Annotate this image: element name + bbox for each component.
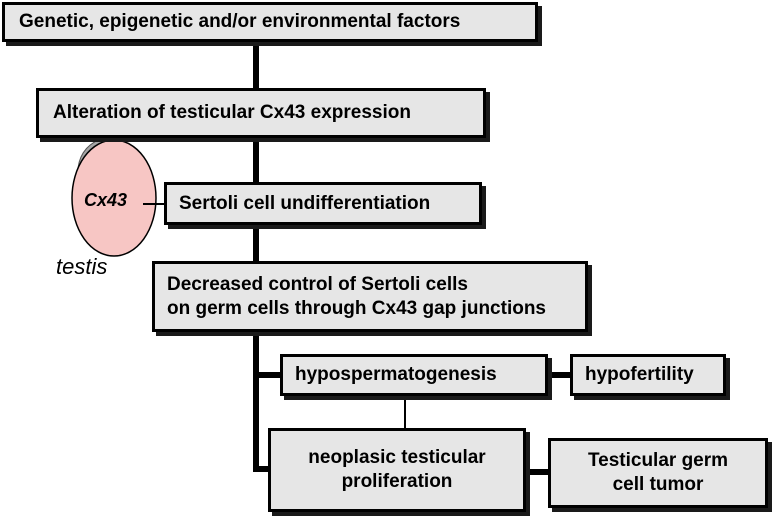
node-factors-label: Genetic, epigenetic and/or environmental… [19, 11, 461, 33]
testis-organ-label: testis [56, 254, 108, 279]
node-decreased-control: Decreased control of Sertoli cells on ge… [152, 261, 588, 332]
node-factors: Genetic, epigenetic and/or environmental… [2, 2, 538, 42]
node-neoplasic-label: neoplasic testicular proliferation [308, 447, 486, 492]
node-hypospermatogenesis: hypospermatogenesis [280, 354, 548, 396]
testis-protein-label: Cx43 [84, 190, 128, 210]
node-hypofertility-label: hypofertility [585, 364, 694, 386]
node-hypofertility: hypofertility [570, 354, 726, 396]
node-alteration-label: Alteration of testicular Cx43 expression [53, 102, 411, 124]
node-tumor-label: Testicular germ cell tumor [587, 450, 729, 495]
node-alteration: Alteration of testicular Cx43 expression [36, 88, 486, 138]
testis-shape [71, 139, 157, 257]
node-undifferentiation-label: Sertoli cell undifferentiation [179, 192, 431, 214]
node-tumor: Testicular germ cell tumor [548, 438, 768, 508]
testis-illustration [71, 137, 166, 257]
node-hypospermatogenesis-label: hypospermatogenesis [295, 364, 497, 386]
node-undifferentiation: Sertoli cell undifferentiation [164, 182, 482, 225]
node-neoplasic: neoplasic testicular proliferation [268, 428, 526, 512]
node-decreased-control-label: Decreased control of Sertoli cells on ge… [167, 273, 546, 319]
